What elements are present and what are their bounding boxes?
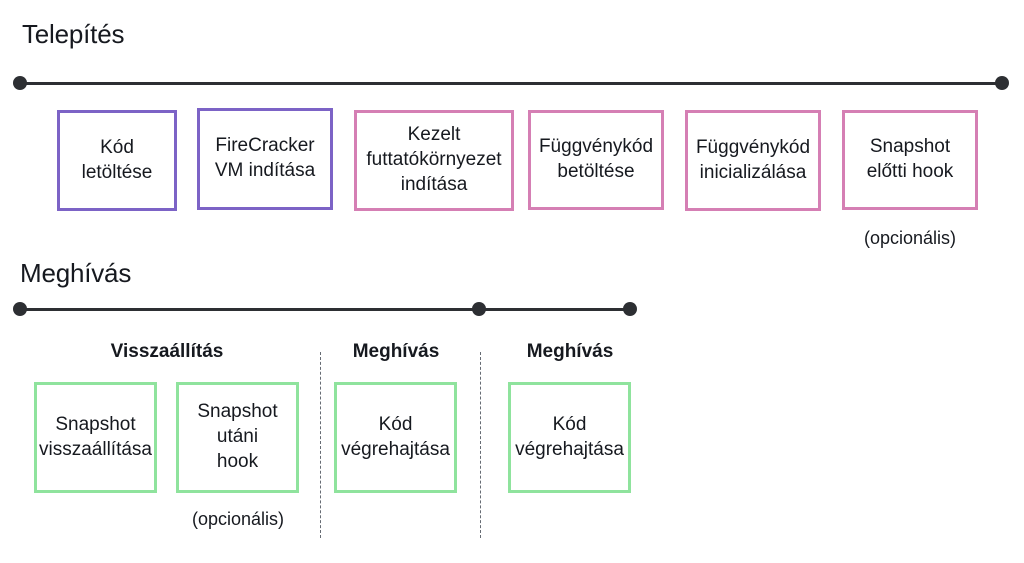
step-load-function-code: Függvénykód betöltése xyxy=(528,110,664,210)
phase-divider-2 xyxy=(480,352,481,538)
deploy-timeline-start-dot xyxy=(13,76,27,90)
phase-label-restore: Visszaállítás xyxy=(110,341,224,362)
phase-label-invoke-2: Meghívás xyxy=(526,341,614,362)
invoke-timeline-start-dot xyxy=(13,302,27,316)
step-post-snapshot-hook: Snapshot utáni hook xyxy=(176,382,299,493)
phase-label-invoke-1: Meghívás xyxy=(352,341,440,362)
deploy-timeline-end-dot xyxy=(995,76,1009,90)
step-pre-snapshot-hook: Snapshot előtti hook xyxy=(842,110,978,210)
step-execute-code-1: Kód végrehajtása xyxy=(334,382,457,493)
invoke-optional-note: (opcionális) xyxy=(191,509,285,529)
step-start-firecracker-vm: FireCracker VM indítása xyxy=(197,108,333,210)
invoke-timeline-mid-dot xyxy=(472,302,486,316)
deploy-section-title: Telepítés xyxy=(22,19,125,49)
deploy-optional-note: (opcionális) xyxy=(863,228,957,248)
invoke-section-title: Meghívás xyxy=(20,258,132,288)
phase-divider-1 xyxy=(320,352,321,538)
step-download-code: Kód letöltése xyxy=(57,110,177,211)
step-init-function-code: Függvénykód inicializálása xyxy=(685,110,821,211)
step-start-managed-runtime: Kezelt futtatókörnyezet indítása xyxy=(354,110,514,211)
invoke-timeline-end-dot xyxy=(623,302,637,316)
deploy-timeline xyxy=(20,82,1002,85)
step-restore-snapshot: Snapshot visszaállítása xyxy=(34,382,157,493)
invoke-timeline xyxy=(20,308,630,311)
step-execute-code-2: Kód végrehajtása xyxy=(508,382,631,493)
